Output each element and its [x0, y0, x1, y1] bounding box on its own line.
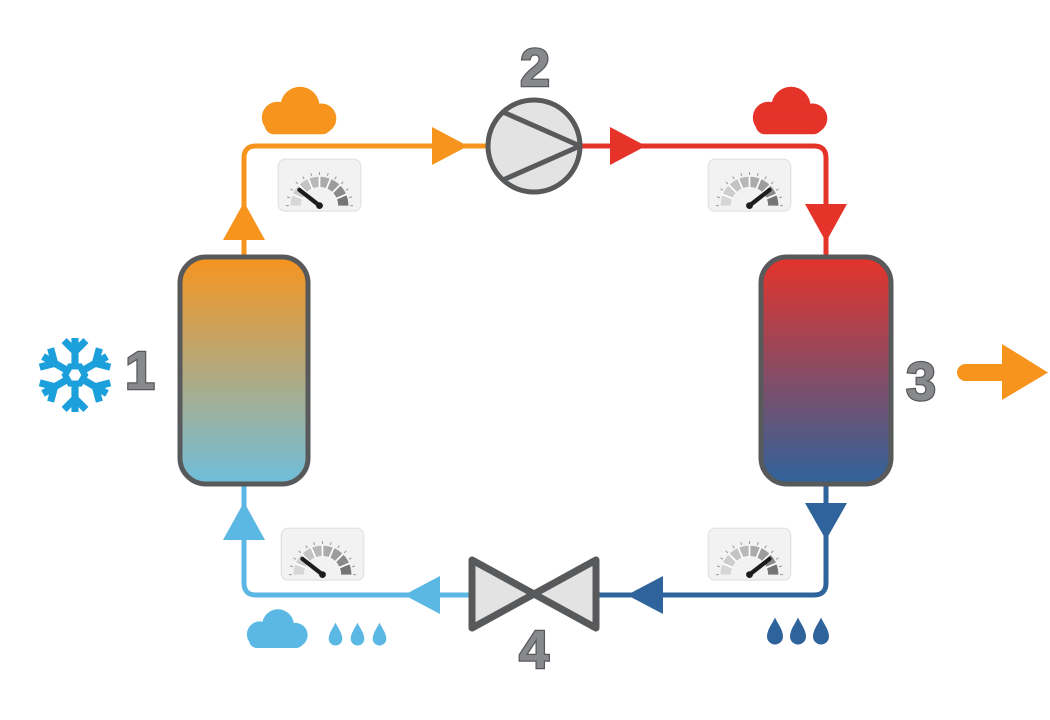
flow-arrow-right-orange	[432, 127, 468, 165]
pipe-compressor-to-condenser	[579, 143, 829, 256]
pipe-evaporator-to-compressor	[241, 143, 489, 258]
flow-arrow-up-orange	[223, 202, 265, 240]
orange-cloud-icon	[261, 86, 337, 135]
pipe-condenser-to-valve	[597, 484, 829, 598]
flow-arrow-down-red	[805, 204, 847, 242]
lightblue-droplets-icon	[328, 622, 387, 646]
compressor-symbol	[485, 97, 583, 195]
snowflake-icon	[38, 338, 112, 412]
gauge-after-valve	[281, 528, 363, 580]
blue-cloud-icon	[246, 609, 308, 648]
flow-arrow-down-darkblue	[805, 503, 847, 540]
gauge-needle	[300, 556, 325, 577]
darkblue-droplets-icon	[767, 617, 829, 645]
orange-output-arrow-icon	[957, 344, 1048, 400]
flow-arrow-left-lightblue	[404, 576, 440, 614]
gauge-needle	[747, 556, 772, 577]
gauge-before-valve	[708, 528, 790, 580]
evaporator-vessel	[177, 254, 311, 487]
label-evaporator: 1	[125, 341, 155, 401]
red-cloud-icon	[752, 86, 828, 135]
label-condenser: 3	[906, 352, 936, 412]
expansion-valve-symbol	[468, 556, 600, 632]
gauge-needle	[297, 187, 322, 208]
gauge-after-evaporator	[278, 159, 360, 211]
gauge-after-compressor	[708, 159, 790, 211]
label-compressor: 2	[520, 38, 550, 98]
flow-arrow-left-darkblue	[627, 576, 663, 614]
pipe-valve-to-evaporator	[241, 484, 471, 598]
flow-arrow-right-red	[610, 127, 646, 165]
flow-arrow-up-lightblue	[223, 502, 265, 540]
condenser-vessel	[758, 254, 894, 487]
label-expansion-valve: 4	[519, 620, 549, 680]
gauge-needle	[747, 187, 772, 208]
